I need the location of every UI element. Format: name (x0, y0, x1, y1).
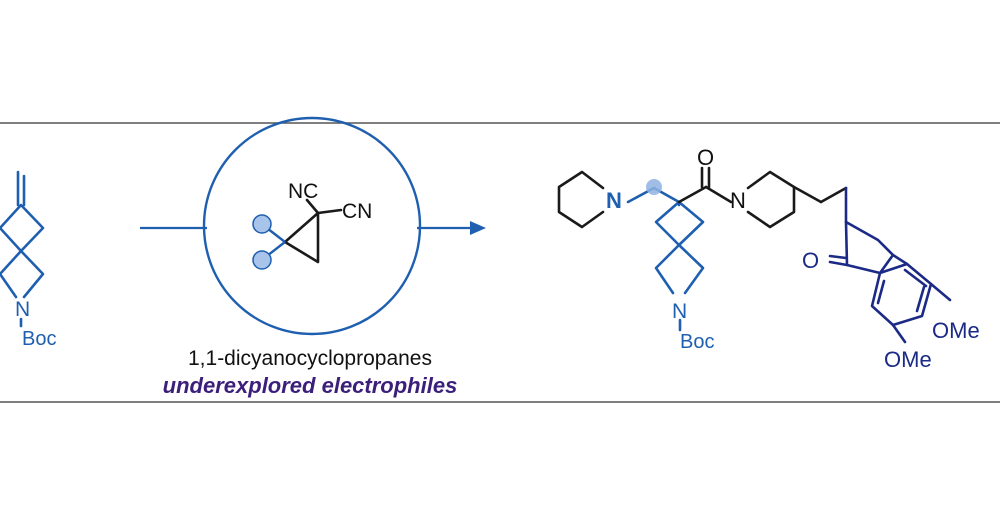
spiro-azetidine (654, 200, 705, 332)
piperidine-nitrogen-label: N (606, 188, 622, 213)
reaction-arrow (140, 221, 486, 235)
substituent-dot-top (252, 214, 272, 234)
start-boc-label: Boc (22, 328, 56, 350)
substituent-dot-bottom (252, 250, 272, 270)
reagent-circle (202, 116, 422, 336)
amide-nitrogen-label: N (730, 188, 746, 213)
amide-group (677, 166, 733, 204)
ketone-oxygen-label: O (802, 248, 819, 273)
dimethoxy-indanone (828, 186, 952, 344)
amide-piperidine-ring (746, 170, 848, 229)
amide-oxygen-label: O (697, 145, 714, 170)
reagent-subcaption: underexplored electrophiles (163, 373, 458, 398)
nitrile-label-cn: CN (342, 200, 372, 223)
reactive-site-highlight (646, 179, 662, 195)
nitrile-label-nc: NC (288, 180, 318, 203)
start-nitrogen-label: N (15, 298, 30, 321)
methoxy-label-right: OMe (932, 318, 980, 343)
methoxy-label-bottom: OMe (884, 347, 932, 372)
azetidine-nitrogen-label: N (672, 300, 687, 323)
starting-material-structure (0, 170, 45, 299)
reagent-caption: 1,1-dicyanocyclopropanes (188, 347, 432, 370)
cyclopropane-structure (262, 198, 343, 264)
product-boc-label: Boc (680, 331, 714, 353)
